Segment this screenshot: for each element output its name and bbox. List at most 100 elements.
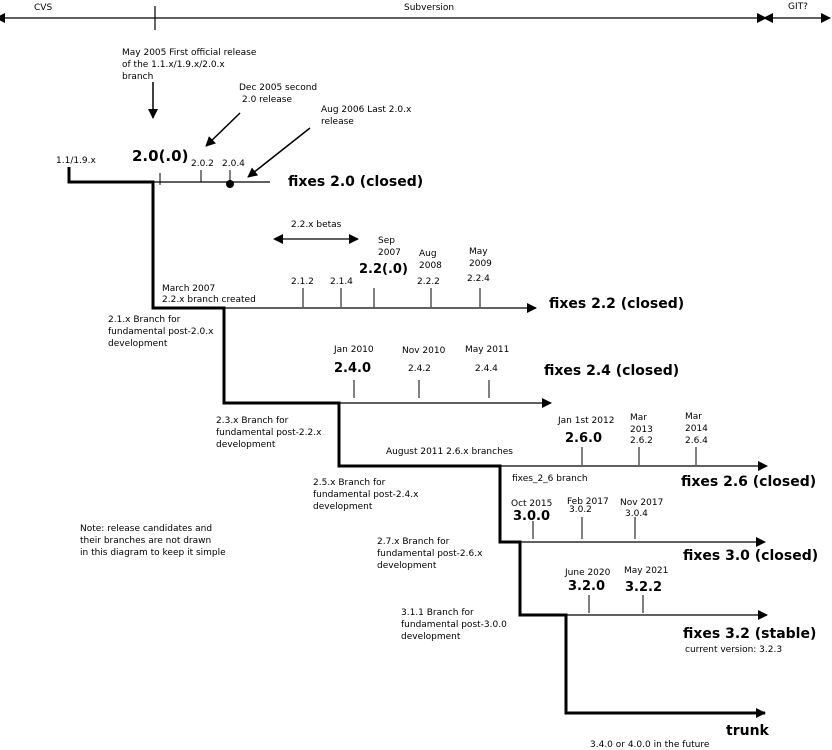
- date-may-2011: May 2011: [465, 345, 509, 355]
- version-2-0-0: 2.0(.0): [132, 147, 188, 165]
- version-2-2-2: 2.2.2: [417, 277, 440, 287]
- version-2-1-2: 2.1.2: [291, 277, 314, 287]
- note-branch-2-1: 2.1.x Branch for fundamental post-2.0.x …: [108, 315, 214, 349]
- date-mar-2014-b: 2014: [685, 424, 708, 434]
- date-aug-2008-a: Aug: [419, 249, 437, 259]
- svg-text:of the 1.1.x/1.9.x/2.0.x: of the 1.1.x/1.9.x/2.0.x: [122, 60, 225, 70]
- branch-fixes-2-2: 2.2.x betas March 2007 2.2.x branch crea…: [162, 220, 684, 313]
- release-dot-2-0-4: [226, 180, 234, 188]
- svg-text:release: release: [321, 117, 354, 127]
- svg-text:fundamental post-2.6.x: fundamental post-2.6.x: [377, 549, 483, 559]
- note-branch-2-7: 2.7.x Branch for fundamental post-2.6.x …: [377, 537, 483, 571]
- svg-text:fundamental post-2.2.x: fundamental post-2.2.x: [216, 428, 322, 438]
- branch-title-fixes-3-2: fixes 3.2 (stable): [683, 626, 816, 642]
- svg-text:their branches are not drawn: their branches are not drawn: [80, 536, 211, 546]
- svg-text:Aug 2006 Last 2.0.x: Aug 2006 Last 2.0.x: [321, 105, 412, 115]
- date-nov-2010: Nov 2010: [402, 346, 446, 356]
- current-version-label: current version: 3.2.3: [685, 645, 782, 655]
- date-feb-2017: Feb 2017: [567, 497, 609, 507]
- version-2-6-2: 2.6.2: [630, 436, 653, 446]
- branch-title-fixes-2-2: fixes 2.2 (closed): [549, 296, 684, 312]
- version-2-6-0: 2.6.0: [565, 431, 602, 446]
- svg-text:development: development: [216, 440, 276, 450]
- version-2-2-0: 2.2(.0): [359, 262, 408, 277]
- svg-text:2.1.x Branch for: 2.1.x Branch for: [108, 315, 181, 325]
- date-nov-2017: Nov 2017: [620, 498, 663, 508]
- date-june-2020: June 2020: [564, 568, 611, 578]
- version-2-0-2: 2.0.2: [191, 159, 214, 169]
- note-release-candidates: Note: release candidates and their branc…: [80, 524, 226, 558]
- svg-text:2.3.x Branch for: 2.3.x Branch for: [216, 416, 289, 426]
- note-last-release: Aug 2006 Last 2.0.x release: [321, 105, 412, 127]
- date-jan-2012: Jan 1st 2012: [557, 416, 614, 426]
- note-branch-2-3: 2.3.x Branch for fundamental post-2.2.x …: [216, 416, 322, 450]
- note-first-release: May 2005 First official release of the 1…: [122, 48, 257, 82]
- version-2-1-4: 2.1.4: [330, 277, 353, 287]
- branch-title-fixes-2-0: fixes 2.0 (closed): [288, 174, 423, 190]
- svg-text:in this diagram to keep it sim: in this diagram to keep it simple: [80, 548, 226, 558]
- svg-text:fundamental post-2.0.x: fundamental post-2.0.x: [108, 327, 214, 337]
- svg-text:3.1.1 Branch for: 3.1.1 Branch for: [401, 608, 474, 618]
- version-3-0-2: 3.0.2: [569, 505, 592, 515]
- branches-2-6-note: August 2011 2.6.x branches: [386, 447, 513, 457]
- date-sep-2007-a: Sep: [378, 236, 395, 246]
- note-branch-2-5: 2.5.x Branch for fundamental post-2.4.x …: [313, 478, 419, 512]
- version-3-2-2: 3.2.2: [625, 580, 662, 595]
- date-oct-2015: Oct 2015: [511, 499, 552, 509]
- version-2-0-4: 2.0.4: [222, 159, 245, 169]
- version-3-0-4: 3.0.4: [625, 509, 648, 519]
- version-2-4-2: 2.4.2: [408, 364, 431, 374]
- branch-fixes-3-0: Oct 2015 3.0.0 Feb 2017 3.0.2 Nov 2017 3…: [511, 497, 818, 564]
- date-mar-2013-b: 2013: [630, 425, 653, 435]
- branch-name-fixes-2-6: fixes_2_6 branch: [512, 474, 588, 484]
- date-may-2021: May 2021: [624, 566, 668, 576]
- trunk-line: [67, 167, 766, 718]
- svg-text:development: development: [108, 339, 168, 349]
- svg-text:2.0 release: 2.0 release: [242, 95, 292, 105]
- branch-title-fixes-2-6: fixes 2.6 (closed): [681, 474, 816, 490]
- date-jan-2010: Jan 2010: [333, 345, 374, 355]
- branch-fixes-2-6: August 2011 2.6.x branches fixes_2_6 bra…: [386, 412, 816, 490]
- svg-text:fundamental post-2.4.x: fundamental post-2.4.x: [313, 490, 419, 500]
- svg-text:Dec 2005 second: Dec 2005 second: [239, 83, 317, 93]
- version-3-2-0: 3.2.0: [568, 579, 605, 594]
- branch-title-fixes-2-4: fixes 2.4 (closed): [544, 363, 679, 379]
- era-label-cvs: CVS: [34, 3, 52, 13]
- trunk-title: trunk: [726, 723, 770, 739]
- date-mar-2014-a: Mar: [685, 412, 702, 422]
- branch-title-fixes-3-0: fixes 3.0 (closed): [683, 548, 818, 564]
- svg-text:fundamental post-3.0.0: fundamental post-3.0.0: [401, 620, 507, 630]
- era-timeline: CVS Subversion GIT?: [0, 2, 831, 30]
- betas-label: 2.2.x betas: [291, 220, 342, 230]
- svg-text:2.7.x Branch for: 2.7.x Branch for: [377, 537, 450, 547]
- date-sep-2007-b: 2007: [378, 248, 401, 258]
- version-3-0-0: 3.0.0: [513, 509, 550, 524]
- date-may-2009-a: May: [469, 247, 488, 257]
- era-label-git: GIT?: [788, 2, 808, 12]
- trunk-future-note: 3.4.0 or 4.0.0 in the future: [590, 740, 710, 750]
- branch-fixes-2-4: Jan 2010 Nov 2010 May 2011 2.4.0 2.4.2 2…: [333, 345, 679, 408]
- date-aug-2008-b: 2008: [419, 261, 442, 271]
- arrow-second-release: [205, 112, 241, 147]
- branch-created-note-2: 2.2.x branch created: [162, 295, 256, 305]
- branch-created-note: March 2007: [162, 284, 215, 294]
- svg-text:development: development: [401, 632, 461, 642]
- version-2-6-4: 2.6.4: [685, 436, 708, 446]
- version-2-4-4: 2.4.4: [475, 364, 498, 374]
- svg-text:May 2005 First official releas: May 2005 First official release: [122, 48, 257, 58]
- svg-text:development: development: [313, 502, 373, 512]
- note-branch-3-1-1: 3.1.1 Branch for fundamental post-3.0.0 …: [401, 608, 507, 642]
- svg-text:branch: branch: [122, 72, 153, 82]
- era-label-svn: Subversion: [404, 3, 454, 13]
- date-may-2009-b: 2009: [469, 259, 492, 269]
- version-2-2-4: 2.2.4: [467, 274, 490, 284]
- svg-text:2.5.x Branch for: 2.5.x Branch for: [313, 478, 386, 488]
- date-mar-2013-a: Mar: [630, 413, 647, 423]
- branch-fixes-3-2: June 2020 3.2.0 May 2021 3.2.2 fixes 3.2…: [564, 566, 816, 655]
- branch-fixes-2-0: 2.0(.0) 2.0.2 2.0.4 fixes 2.0 (closed): [132, 147, 423, 190]
- svg-text:development: development: [377, 561, 437, 571]
- arrow-last-release: [247, 127, 311, 178]
- note-second-release: Dec 2005 second 2.0 release: [239, 83, 317, 105]
- version-2-4-0: 2.4.0: [334, 361, 371, 376]
